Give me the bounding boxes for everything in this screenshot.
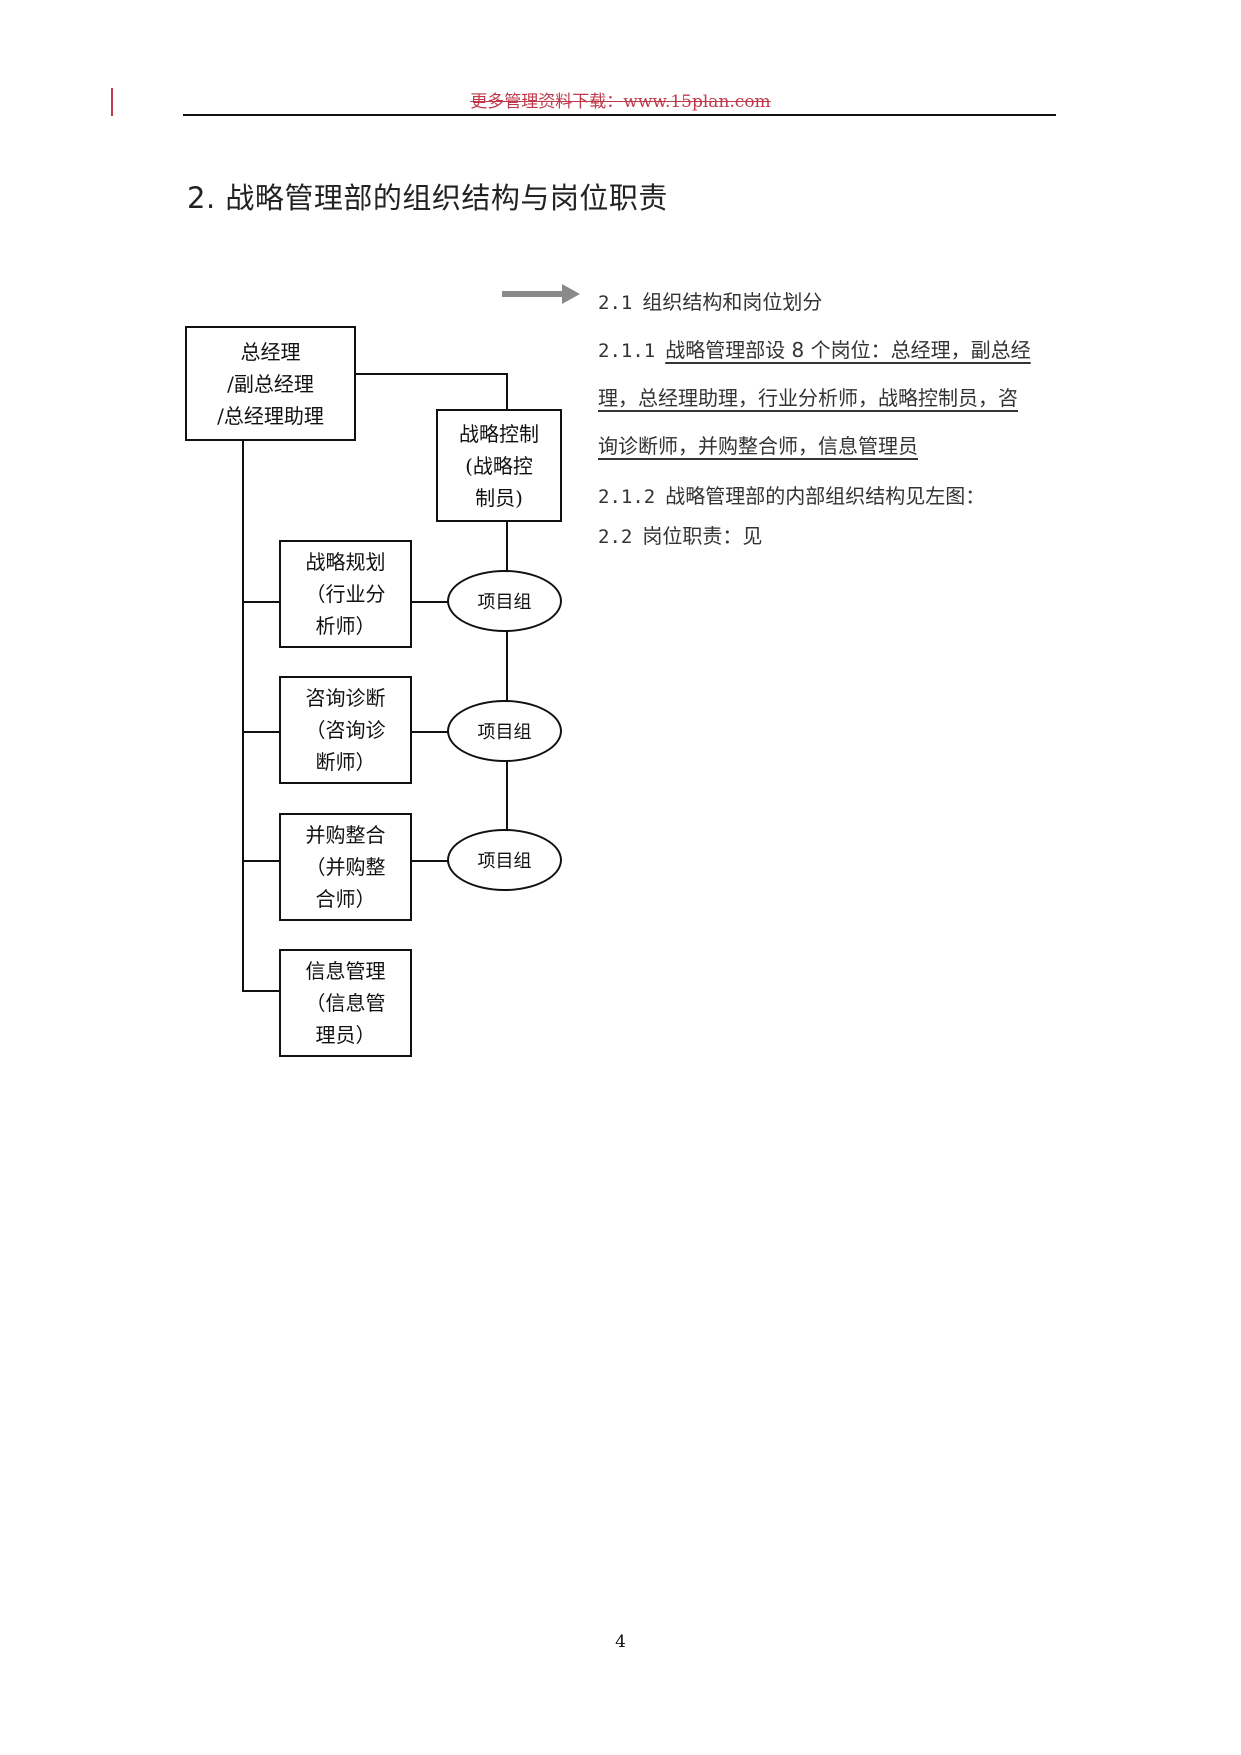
box-info-management: 信息管理 （信息管 理员） — [279, 949, 412, 1057]
paragraph-number: 2.2 — [598, 526, 633, 548]
box-general-manager: 总经理 /副总经理 /总经理助理 — [185, 326, 356, 441]
oval-label: 项目组 — [477, 592, 532, 613]
oval-label: 项目组 — [477, 851, 532, 872]
section-heading: 2. 战略管理部的组织结构与岗位职责 — [187, 181, 668, 215]
paragraph-2-1-1-line3: 询诊断师，并购整合师，信息管理员 — [598, 434, 918, 458]
oval-project-group-1: 项目组 — [447, 570, 562, 632]
arrow-right-icon — [502, 284, 580, 304]
box-label: 总经理 /副总经理 /总经理助理 — [217, 339, 324, 428]
header-rule — [183, 114, 1056, 116]
box-strategy-planning: 战略规划 （行业分 析师） — [279, 540, 412, 648]
paragraph-text-line: 战略管理部设 8 个岗位：总经理，副总经 — [665, 338, 1031, 362]
connector-gm-to-control-v — [506, 373, 508, 411]
box-label: 战略规划 （行业分 析师） — [305, 550, 386, 638]
paragraph-text: 岗位职责：见 — [642, 524, 763, 548]
box-label: 信息管理 （信息管 理员） — [305, 959, 386, 1047]
page-number: 4 — [615, 1632, 626, 1652]
connector-branch-consulting — [242, 731, 280, 733]
box-mna: 并购整合 （并购整 合师） — [279, 813, 412, 921]
connector-branch-info — [242, 990, 280, 992]
paragraph-2-1-1-line2: 理，总经理助理，行业分析师，战略控制员，咨 — [598, 386, 1018, 410]
box-label: 并购整合 （并购整 合师） — [305, 823, 386, 911]
header-download-link[interactable]: 更多管理资料下载：www.15plan.com — [470, 92, 771, 112]
box-consulting: 咨询诊断 （咨询诊 断师） — [279, 676, 412, 784]
connector-planning-to-project — [411, 601, 449, 603]
margin-revision-mark — [111, 88, 113, 116]
paragraph-number: 2.1.2 — [598, 486, 656, 508]
paragraph-number: 2.1 — [598, 292, 633, 314]
connector-gm-to-control-h — [355, 373, 508, 375]
oval-project-group-3: 项目组 — [447, 829, 562, 891]
oval-project-group-2: 项目组 — [447, 700, 562, 762]
paragraph-2-2: 2.2 岗位职责：见 — [598, 512, 762, 561]
box-label: 咨询诊断 （咨询诊 断师） — [305, 686, 386, 774]
box-label: 战略控制 (战略控 制员) — [459, 421, 539, 510]
paragraph-text: 战略管理部的内部组织结构见左图： — [665, 484, 986, 508]
paragraph-2-1: 2.1 组织结构和岗位划分 — [598, 278, 822, 327]
paragraph-2-1-2: 2.1.2 战略管理部的内部组织结构见左图： — [598, 472, 985, 521]
oval-label: 项目组 — [477, 722, 532, 743]
connector-branch-planning — [242, 601, 280, 603]
paragraph-number: 2.1.1 — [598, 340, 656, 362]
connector-branch-mna — [242, 860, 280, 862]
paragraph-2-1-1: 2.1.1 战略管理部设 8 个岗位：总经理，副总经 — [598, 326, 1031, 375]
connector-main-trunk — [242, 439, 244, 992]
connector-consulting-to-project — [411, 731, 449, 733]
connector-mna-to-project — [411, 860, 449, 862]
connector-project-vertical — [506, 520, 508, 862]
paragraph-text: 组织结构和岗位划分 — [642, 290, 823, 314]
box-strategy-control: 战略控制 (战略控 制员) — [436, 409, 562, 522]
